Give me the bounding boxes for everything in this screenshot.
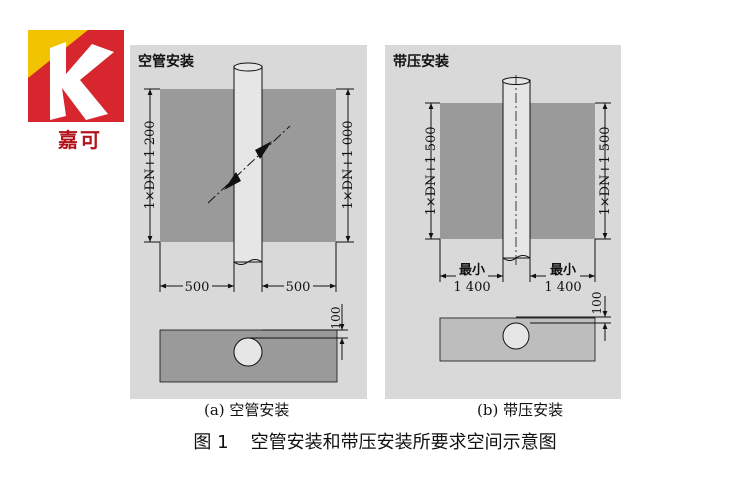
brand-name: 嘉可: [58, 128, 102, 152]
panel-a-dim-right: 1×DN+1 000: [341, 120, 356, 209]
panel-b-heading: 带压安装: [393, 53, 450, 70]
panel-a-axis: [207, 125, 291, 204]
brand-logo: [28, 30, 124, 122]
panel-a-pipe: [233, 65, 263, 263]
panel-b-min-right: 最小: [550, 263, 576, 278]
figure-title-row: 图 1 空管安装和带压安装所要求空间示意图: [0, 428, 750, 454]
panel-b-plan-hole: [502, 322, 530, 350]
panel-a-caption: (a) 空管安装: [204, 401, 290, 419]
panel-b-pipe: [502, 79, 531, 259]
panel-b-dim-right: 1×DN+1 500: [598, 126, 613, 215]
panel-b-val-right: 1 400: [544, 280, 581, 295]
figure-number: 图 1: [193, 432, 229, 453]
panel-a-dim-bottom-right: 500: [286, 280, 311, 295]
panel-a-dim-bottom-left: 500: [185, 280, 210, 295]
panel-a-dim-small: 100: [329, 307, 343, 330]
panel-a-dim-left: 1×DN+1 200: [143, 120, 158, 209]
panel-b-dim-small: 100: [590, 292, 604, 315]
panel-a-plan-hole: [233, 337, 263, 367]
panel-a-heading: 空管安装: [138, 53, 195, 70]
panel-b-min-left: 最小: [459, 263, 485, 278]
figure-title: 空管安装和带压安装所要求空间示意图: [250, 432, 557, 453]
panel-a-pipe-top: [233, 62, 263, 72]
panel-b-val-left: 1 400: [453, 280, 490, 295]
panel-b-dim-left: 1×DN+1 500: [424, 126, 439, 215]
panel-b-caption: (b) 带压安装: [477, 401, 564, 419]
